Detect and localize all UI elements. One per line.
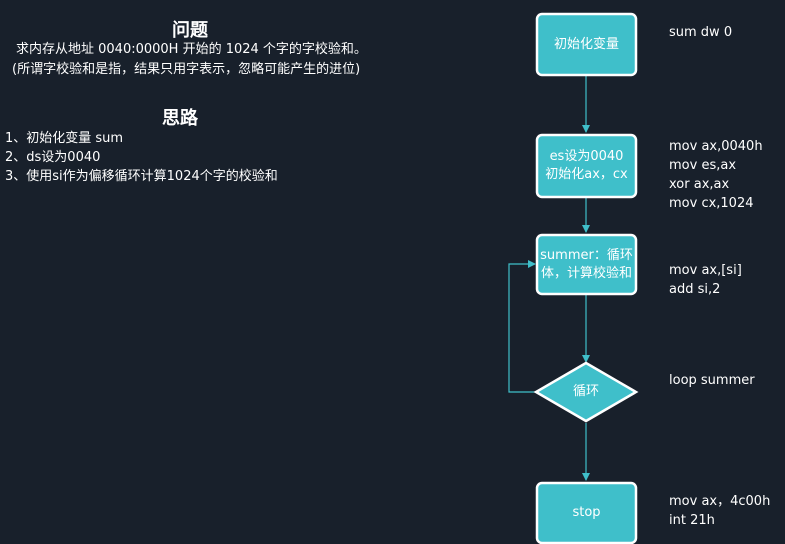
code-line: int 21h (669, 513, 715, 528)
code-block-loop: loop summer (669, 371, 755, 390)
code-line: mov ax,[si] (669, 263, 742, 278)
code-line: add si,2 (669, 282, 721, 297)
code-block-setup: mov ax,0040h mov es,ax xor ax,ax mov cx,… (669, 137, 763, 213)
approach-step: 2、ds设为0040 (5, 150, 101, 165)
approach-title: 思路 (162, 108, 198, 129)
code-block-stop: mov ax，4c00h int 21h (669, 492, 770, 530)
code-line: loop summer (669, 373, 755, 388)
flow-node-loop (533, 361, 639, 423)
approach-step: 1、初始化变量 sum (5, 131, 124, 146)
code-line: sum dw 0 (669, 25, 733, 40)
code-line: xor ax,ax (669, 177, 730, 192)
connector-loop-back (508, 260, 536, 393)
problem-line: (所谓字校验和是指，结果只用字表示，忽略可能产生的进位) (12, 62, 361, 77)
code-line: mov ax,0040h (669, 139, 763, 154)
code-line: mov es,ax (669, 158, 737, 173)
problem-title: 问题 (172, 20, 208, 41)
approach-step: 3、使用si作为偏移循环计算1024个字的校验和 (5, 169, 278, 184)
code-block-init: sum dw 0 (669, 23, 732, 42)
code-line: mov ax，4c00h (669, 494, 771, 509)
code-line: mov cx,1024 (669, 196, 754, 211)
flow-node-summer (535, 233, 638, 296)
problem-line: 求内存从地址 0040:0000H 开始的 1024 个字的字校验和。 (16, 42, 367, 57)
code-block-summer: mov ax,[si] add si,2 (669, 261, 742, 299)
flow-node-setup (535, 133, 638, 199)
flow-node-stop (535, 481, 638, 544)
flow-node-init (535, 12, 638, 77)
